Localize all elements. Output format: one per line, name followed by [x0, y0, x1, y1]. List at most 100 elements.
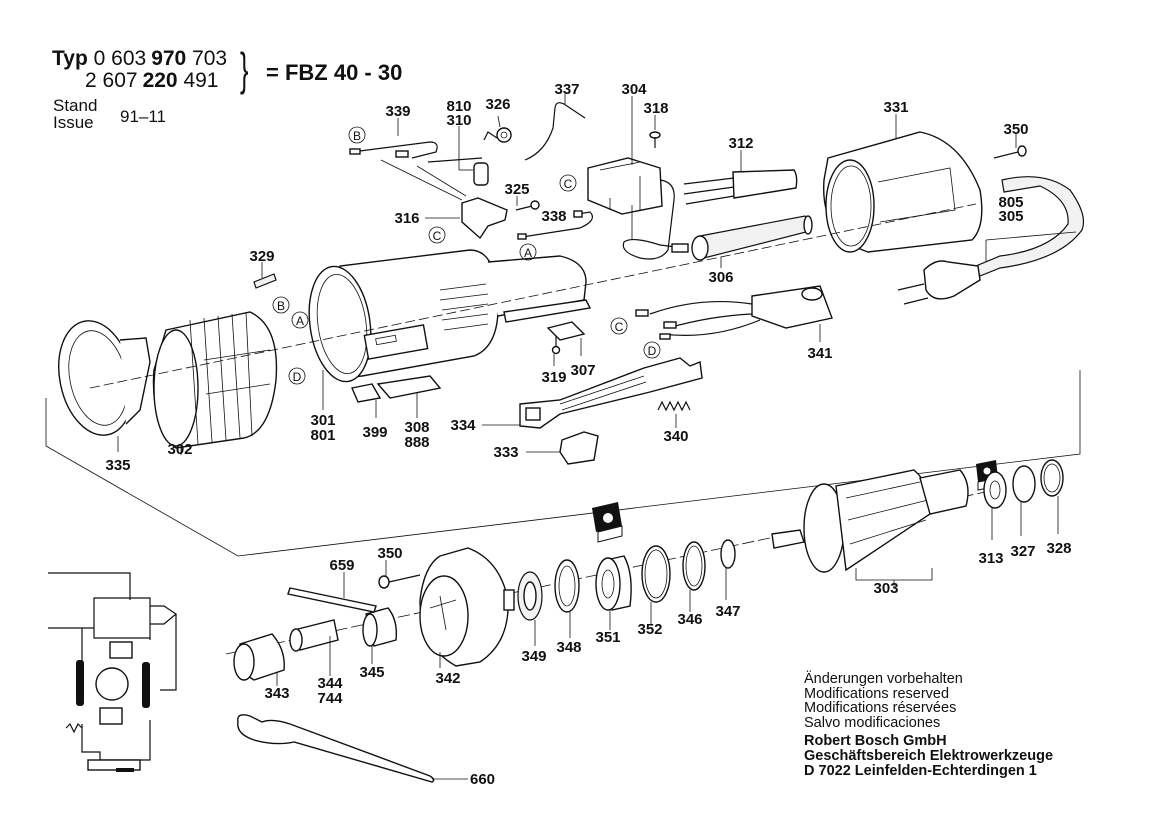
part-342-flange — [419, 547, 515, 668]
part-337-wire — [524, 94, 586, 161]
part-312-connector — [683, 150, 798, 205]
part-338-wire — [517, 210, 593, 240]
part-number-prefix: 2 607 — [85, 69, 138, 92]
connector-markers: B C C A B A D C D — [272, 126, 661, 385]
callout-347: 347 — [715, 603, 740, 620]
callout-399: 399 — [362, 424, 387, 441]
assembly-bracket — [45, 370, 1081, 557]
part-659-pin — [287, 572, 377, 613]
callout-344: 344 — [317, 675, 343, 692]
part-329-pin — [253, 262, 277, 289]
callout-343: 343 — [264, 685, 289, 702]
callout-352: 352 — [637, 621, 662, 638]
part-number-prefix: 0 603 — [93, 47, 147, 70]
callout-312: 312 — [728, 135, 753, 152]
company-address: D 7022 Leinfelden-Echterdingen 1 — [804, 762, 1037, 779]
part-399-label — [351, 383, 382, 418]
callout-308: 308 — [404, 419, 429, 436]
callout-339: 339 — [385, 103, 410, 120]
part-325-screw — [515, 196, 540, 211]
part-319-screw — [551, 336, 561, 366]
part-345-sleeve — [362, 607, 398, 664]
part-344-collet — [289, 619, 339, 676]
part-331-housing-cap — [823, 114, 983, 253]
callout-810: 810 — [446, 98, 471, 115]
part-301-motor-housing — [308, 249, 592, 410]
callout-301: 301 — [310, 412, 335, 429]
marker-b-stator: B — [277, 299, 285, 313]
callout-331: 331 — [883, 99, 908, 116]
part-350-screw-lower — [378, 560, 421, 589]
part-313-bearing — [983, 471, 1007, 540]
model-name: = FBZ 40 - 30 — [266, 60, 403, 85]
marker-c-module: C — [615, 320, 624, 334]
issue-label: Issue — [53, 113, 94, 132]
callout-333: 333 — [493, 444, 518, 461]
part-328-ring — [1040, 459, 1064, 534]
part-340-spring — [657, 400, 691, 428]
callout-328: 328 — [1046, 540, 1071, 557]
part-305-power-cable — [897, 176, 1085, 305]
assembly-axis-upper — [89, 203, 977, 389]
callout-304: 304 — [621, 81, 647, 98]
marker-b-top: B — [353, 129, 361, 143]
notice-line: Salvo modificaciones — [804, 714, 941, 731]
callout-341: 341 — [807, 345, 832, 362]
part-348-washer — [554, 559, 580, 638]
part-660-wrench — [237, 714, 468, 783]
callout-316: 316 — [394, 210, 419, 227]
callout-340: 340 — [663, 428, 688, 445]
callout-327: 327 — [1010, 543, 1035, 560]
part-351-bearing — [595, 555, 632, 630]
callout-303: 303 — [873, 580, 898, 597]
callout-326: 326 — [485, 96, 510, 113]
callout-337: 337 — [554, 81, 579, 98]
part-307-clamp — [546, 321, 586, 356]
suppressor-body — [671, 243, 689, 253]
callout-348: 348 — [556, 639, 581, 656]
stand-issue-label: Stand Issue — [53, 97, 97, 131]
callout-305: 305 — [998, 208, 1023, 225]
callout-319: 319 — [541, 369, 566, 386]
part-308-type-plate — [376, 375, 442, 418]
marker-d-stator: D — [293, 370, 302, 384]
callout-351: 351 — [595, 629, 620, 646]
callout-345: 345 — [359, 664, 384, 681]
part-304-switch-block — [587, 96, 663, 240]
callout-318: 318 — [643, 100, 668, 117]
part-334-switch-slide — [482, 357, 703, 429]
part-316-switch — [380, 159, 508, 240]
part-318-screw — [649, 115, 661, 148]
part-346-circlip — [682, 541, 706, 612]
part-number-bold: 970 — [151, 47, 187, 70]
typ-label: Typ — [52, 47, 88, 70]
part-333-slide-button — [526, 431, 599, 465]
callout-346: 346 — [677, 611, 702, 628]
part-302-stator — [152, 311, 278, 455]
part-327-wave-washer — [1012, 465, 1036, 536]
callout-350-top: 350 — [1003, 121, 1028, 138]
marker-d-module: D — [648, 344, 657, 358]
grease-symbol-icon — [592, 502, 623, 543]
callout-342: 342 — [435, 670, 460, 687]
callout-329: 329 — [249, 248, 274, 265]
callout-307: 307 — [570, 362, 595, 379]
part-347-retaining-ring — [720, 539, 736, 600]
callout-350-lower: 350 — [377, 545, 402, 562]
issue-value: 91–11 — [120, 107, 167, 126]
part-callouts: 339 810 310 326 337 304 318 312 331 350 … — [105, 81, 1071, 788]
callout-313: 313 — [978, 550, 1003, 567]
callout-302: 302 — [167, 441, 192, 458]
part-335-end-bell — [58, 320, 151, 452]
callout-334: 334 — [450, 417, 476, 434]
company-division: Geschäftsbereich Elektrowerkzeuge — [804, 747, 1054, 764]
callout-805: 805 — [998, 194, 1023, 211]
brace-symbol: } — [240, 43, 249, 95]
notice-line: Modifications reserved — [804, 685, 950, 702]
part-339-wire — [349, 118, 438, 159]
part-303-armature — [771, 469, 969, 588]
part-326-spring — [483, 115, 512, 143]
